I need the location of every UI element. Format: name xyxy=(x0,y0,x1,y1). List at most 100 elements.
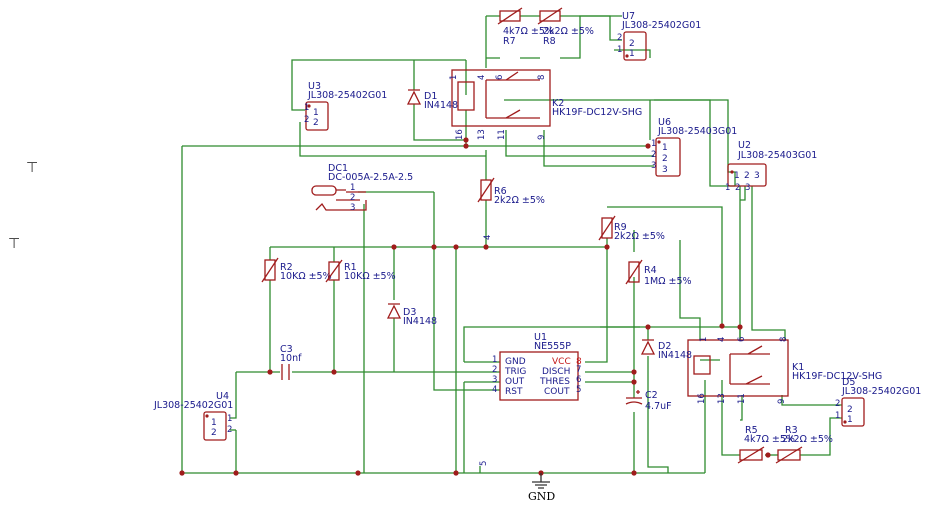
svg-text:1: 1 xyxy=(629,49,635,59)
k1-relay: K1 HK19F-DC12V-SHG 1 6 4 8 16 13 11 9 xyxy=(687,337,882,404)
svg-text:6: 6 xyxy=(495,75,505,80)
svg-text:JL308-25402G01: JL308-25402G01 xyxy=(153,400,233,411)
svg-text:4: 4 xyxy=(717,337,727,342)
svg-text:D1: D1 xyxy=(424,91,437,102)
svg-text:1: 1 xyxy=(449,75,459,80)
d2-diode: D2 IN4148 xyxy=(640,339,692,361)
svg-text:C2: C2 xyxy=(645,390,658,401)
u1-value: NE555P xyxy=(534,341,571,352)
d3-diode: D3 IN4148 xyxy=(386,303,437,327)
svg-text:1: 1 xyxy=(492,355,497,365)
svg-text:11: 11 xyxy=(737,393,747,404)
svg-text:2: 2 xyxy=(847,405,853,415)
ground-symbol: GND xyxy=(528,473,555,503)
d1-diode: D1 IN4148 xyxy=(406,89,458,111)
svg-text:1: 1 xyxy=(313,108,319,118)
gnd-label: GND xyxy=(528,490,555,503)
u1-ref: U1 xyxy=(534,332,547,343)
svg-text:2: 2 xyxy=(662,154,668,164)
svg-text:R7: R7 xyxy=(503,36,516,47)
svg-text:DC1: DC1 xyxy=(328,163,348,174)
svg-text:DC-005A-2.5A-2.5: DC-005A-2.5A-2.5 xyxy=(328,172,413,183)
svg-text:OUT: OUT xyxy=(505,377,525,387)
r4-resistor: R4 1MΩ ±5% xyxy=(625,259,692,287)
c2-capacitor: C2 4.7uF xyxy=(625,390,672,412)
svg-text:1: 1 xyxy=(304,103,309,113)
svg-text:3: 3 xyxy=(651,161,656,171)
svg-text:11: 11 xyxy=(497,129,507,140)
svg-text:HK19F-DC12V-SHG: HK19F-DC12V-SHG xyxy=(552,107,642,118)
svg-text:THRES: THRES xyxy=(539,377,570,387)
svg-text:3: 3 xyxy=(350,203,355,213)
svg-text:COUT: COUT xyxy=(544,387,570,397)
r2-resistor: R2 10KΩ ±5% xyxy=(261,257,332,283)
svg-text:13: 13 xyxy=(477,129,487,140)
u1-body xyxy=(499,351,579,401)
svg-text:2: 2 xyxy=(227,425,232,435)
svg-text:3: 3 xyxy=(754,171,760,181)
r5-resistor: R5 4k7Ω ±5% xyxy=(737,425,795,464)
svg-text:D2: D2 xyxy=(658,341,671,352)
svg-text:8: 8 xyxy=(537,75,547,80)
svg-text:2: 2 xyxy=(304,115,309,125)
d5-connector: D5 JL308-25402G01 2 1 2 1 xyxy=(835,377,921,427)
svg-text:3: 3 xyxy=(662,165,668,175)
svg-text:7: 7 xyxy=(576,365,581,375)
svg-text:5: 5 xyxy=(576,385,581,395)
svg-text:16: 16 xyxy=(455,129,465,140)
svg-text:C3: C3 xyxy=(280,344,293,355)
svg-text:13: 13 xyxy=(717,393,727,404)
svg-text:4: 4 xyxy=(492,385,497,395)
svg-text:3: 3 xyxy=(492,375,497,385)
svg-text:D5: D5 xyxy=(842,377,855,388)
svg-text:2: 2 xyxy=(629,39,635,49)
svg-text:R2: R2 xyxy=(280,262,293,273)
svg-text:R1: R1 xyxy=(344,262,357,273)
wires xyxy=(181,15,842,474)
svg-text:U7: U7 xyxy=(622,11,635,22)
left-mark-2: ⊤ xyxy=(8,236,20,252)
svg-text:U3: U3 xyxy=(308,81,321,92)
svg-text:4k7Ω ±5%: 4k7Ω ±5% xyxy=(744,434,795,445)
net-label-4: 4 xyxy=(483,235,493,240)
svg-text:1: 1 xyxy=(350,183,355,193)
svg-text:U2: U2 xyxy=(738,140,751,151)
svg-text:8: 8 xyxy=(576,357,582,367)
svg-text:2: 2 xyxy=(651,150,656,160)
svg-text:R6: R6 xyxy=(494,186,507,197)
r9-resistor: R9 2k2Ω ±5% xyxy=(598,215,665,242)
c3-capacitor: C3 10nf xyxy=(280,344,302,380)
svg-text:10nf: 10nf xyxy=(280,353,302,364)
svg-text:VCC: VCC xyxy=(552,357,571,367)
svg-text:JL308-25402G01: JL308-25402G01 xyxy=(307,90,387,101)
svg-text:2k2Ω ±5%: 2k2Ω ±5% xyxy=(614,231,665,242)
svg-text:1: 1 xyxy=(651,139,656,149)
svg-text:RST: RST xyxy=(505,387,523,397)
svg-text:10KΩ ±5%: 10KΩ ±5% xyxy=(344,271,396,282)
svg-text:JL308-25403G01: JL308-25403G01 xyxy=(737,150,817,161)
svg-text:1: 1 xyxy=(699,337,709,342)
r7-resistor: 4k7Ω ±5% R7 xyxy=(497,7,554,47)
svg-text:16: 16 xyxy=(697,393,707,404)
svg-text:2k2Ω ±5%: 2k2Ω ±5% xyxy=(782,434,833,445)
svg-text:2: 2 xyxy=(835,399,840,409)
svg-text:2: 2 xyxy=(211,428,217,438)
dc1-jack: DC1 DC-005A-2.5A-2.5 1 2 3 xyxy=(311,163,413,213)
net-label-5: 5 xyxy=(479,461,489,466)
svg-text:GND: GND xyxy=(505,357,526,367)
svg-text:4.7uF: 4.7uF xyxy=(645,401,672,412)
svg-text:DISCH: DISCH xyxy=(542,367,570,377)
r3-resistor: R3 2k2Ω ±5% xyxy=(775,425,833,464)
svg-text:U4: U4 xyxy=(216,391,229,402)
svg-text:1: 1 xyxy=(662,143,668,153)
svg-text:U6: U6 xyxy=(658,117,671,128)
svg-text:R5: R5 xyxy=(745,425,758,436)
svg-text:9: 9 xyxy=(777,399,787,404)
svg-text:IN4148: IN4148 xyxy=(403,316,437,327)
svg-text:4: 4 xyxy=(477,75,487,80)
svg-text:K2: K2 xyxy=(552,98,564,109)
r8-resistor: 2k2Ω ±5% R8 xyxy=(537,7,594,47)
svg-text:1: 1 xyxy=(617,45,622,55)
r6-resistor: R6 2k2Ω ±5% xyxy=(477,177,545,206)
